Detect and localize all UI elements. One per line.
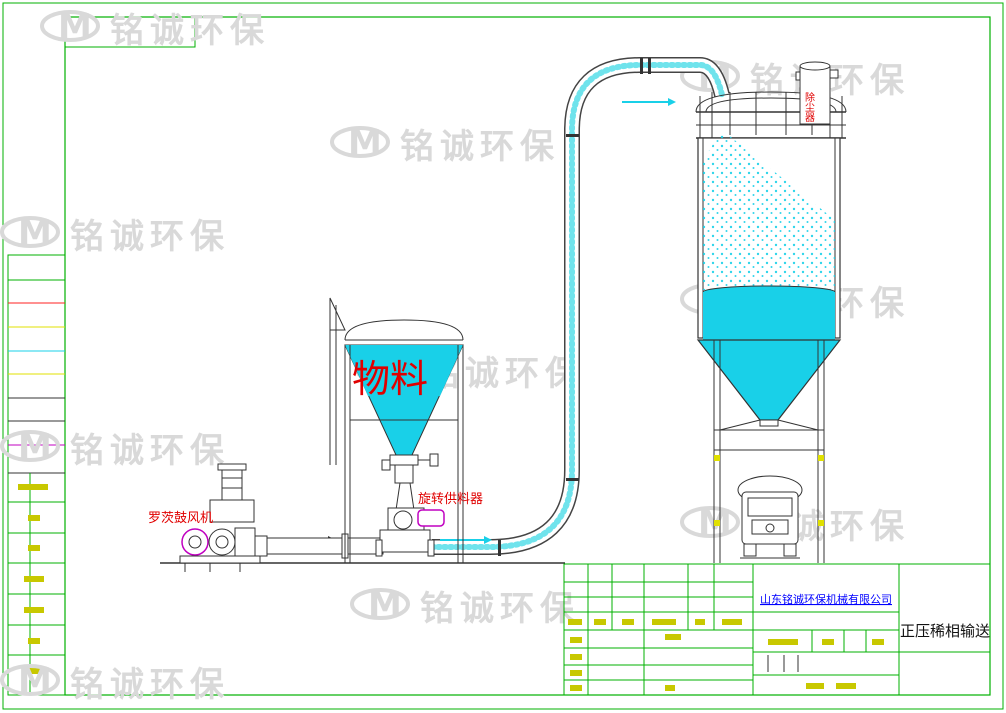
- roots-blower: [179, 463, 384, 572]
- svg-text:M: M: [18, 213, 58, 253]
- title-block: [563, 563, 991, 696]
- tanker-truck: [737, 475, 803, 559]
- svg-text:铭诚环保: 铭诚环保: [70, 217, 230, 257]
- svg-text:M: M: [368, 585, 408, 625]
- storage-silo: 除尘器: [695, 61, 847, 563]
- conveying-pipe: [290, 57, 730, 556]
- svg-text:铭诚环保: 铭诚环保: [400, 127, 560, 167]
- company-name: 山东铭诚环保机械有限公司: [760, 592, 892, 606]
- material-bin: 物料: [329, 297, 464, 563]
- svg-text:M: M: [58, 7, 98, 47]
- svg-text:铭诚环保: 铭诚环保: [110, 11, 270, 51]
- rotary-feeder-label: 旋转供料器: [418, 492, 483, 507]
- top-left-box: [64, 16, 196, 48]
- svg-text:M: M: [18, 661, 58, 701]
- svg-text:铭诚环保: 铭诚环保: [420, 589, 580, 629]
- title-block-fills: [568, 619, 884, 691]
- svg-text:铭诚环保: 铭诚环保: [70, 665, 230, 705]
- dust-collector-label: 除尘器: [803, 91, 815, 123]
- svg-text:M: M: [348, 123, 388, 163]
- material-label: 物料: [352, 357, 428, 401]
- rotary-feeder: 旋转供料器: [375, 482, 483, 557]
- roots-blower-label: 罗茨鼓风机: [148, 511, 213, 526]
- svg-text:铭诚环保: 铭诚环保: [70, 431, 230, 471]
- drawing-title: 正压稀相输送: [900, 622, 990, 640]
- left-revision-strip: [7, 254, 66, 696]
- svg-text:M: M: [18, 427, 58, 467]
